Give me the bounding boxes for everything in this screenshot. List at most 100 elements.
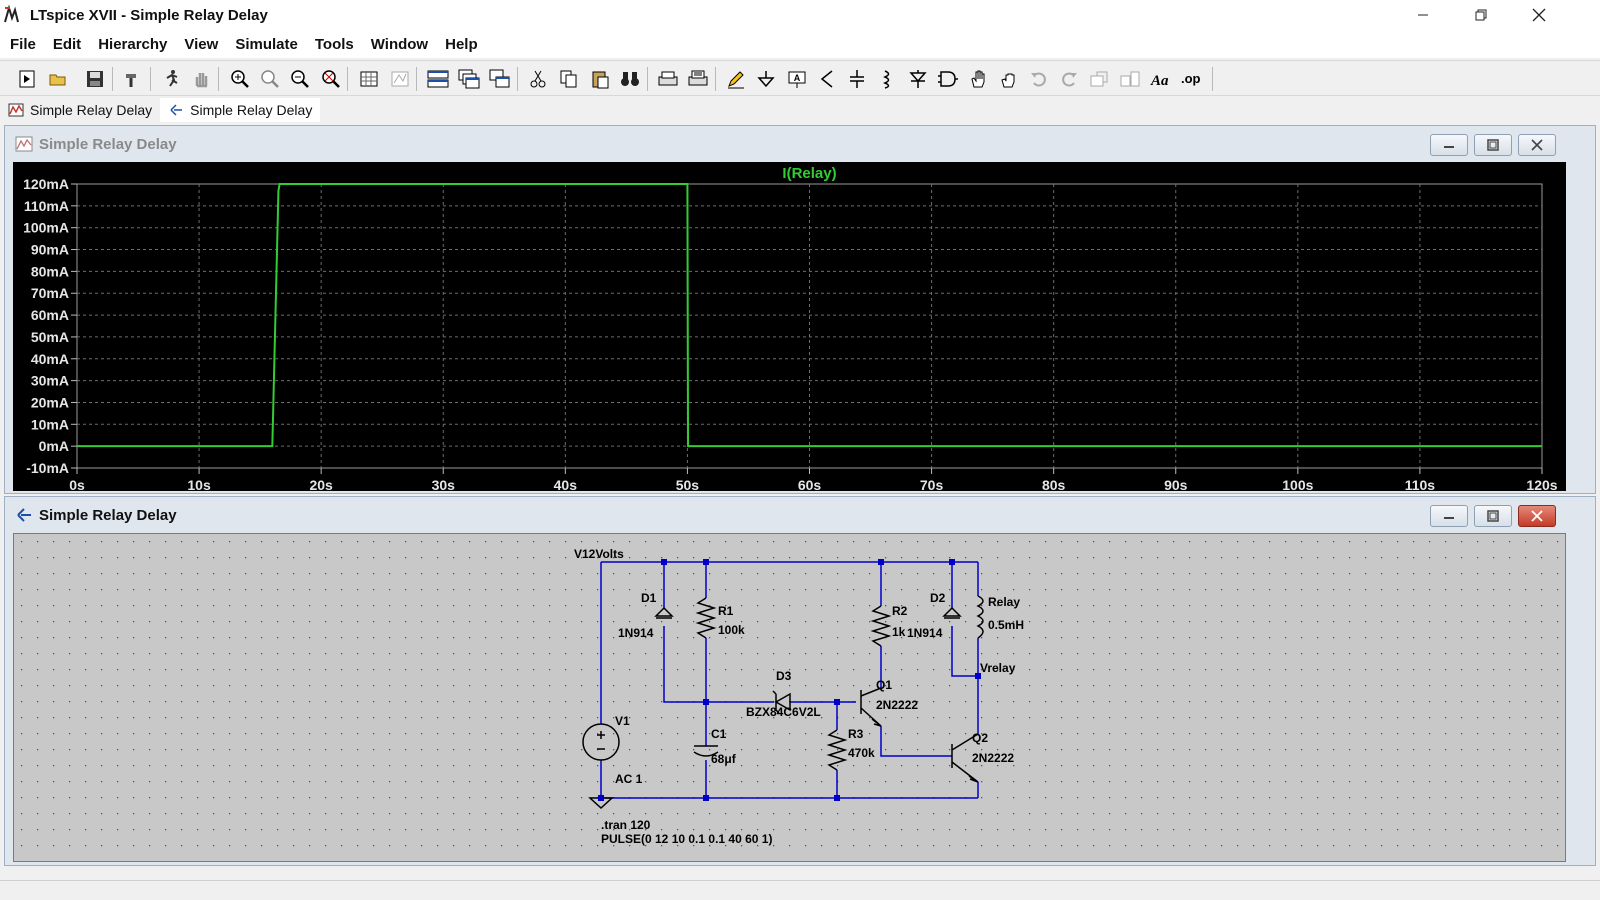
x-tick-label: 0s (69, 477, 85, 491)
close-icon (1531, 510, 1543, 522)
run-button[interactable] (158, 66, 184, 92)
schematic-window-titlebar[interactable]: Simple Relay Delay (5, 497, 1595, 533)
open-button[interactable] (45, 66, 71, 92)
d3-symbol (772, 690, 791, 714)
find-button[interactable] (617, 66, 643, 92)
y-tick-label: 80mA (31, 263, 69, 279)
pulse-directive[interactable]: PULSE(0 12 10 0.1 0.1 40 60 1) (601, 832, 772, 846)
new-schematic-button[interactable] (14, 66, 40, 92)
print-setup-button[interactable] (685, 66, 711, 92)
redo-button[interactable] (1056, 66, 1082, 92)
waveform-close-button[interactable] (1518, 134, 1556, 156)
draw-wire-button[interactable] (723, 66, 749, 92)
rotate-button[interactable] (1087, 66, 1113, 92)
scissors-icon (530, 70, 546, 88)
v1-symbol (582, 723, 620, 761)
r1-label: R1 (718, 604, 734, 618)
menu-tools[interactable]: Tools (314, 35, 354, 53)
y-tick-label: 30mA (31, 373, 69, 389)
zoom-in-button[interactable] (227, 66, 253, 92)
tab-waveform[interactable]: Simple Relay Delay (0, 98, 160, 122)
schematic-maximize-button[interactable] (1474, 505, 1512, 527)
printer-icon (658, 71, 678, 86)
component-button[interactable] (935, 66, 961, 92)
capacitor-button[interactable] (844, 66, 870, 92)
ground-button[interactable] (753, 66, 779, 92)
q1-symbol (860, 687, 882, 727)
schematic-close-button[interactable] (1518, 505, 1556, 527)
rotate-icon (1090, 71, 1108, 87)
label-net-button[interactable]: A (784, 66, 810, 92)
r1-value-label: 100k (718, 623, 745, 637)
r2-label: R2 (892, 604, 908, 618)
maximize-icon (1487, 139, 1499, 151)
drag-button[interactable] (996, 66, 1022, 92)
x-tick-label: 50s (676, 477, 700, 491)
minimize-button[interactable] (1394, 0, 1452, 30)
ground-icon (757, 71, 775, 88)
y-tick-label: 50mA (31, 329, 69, 345)
chart-title-trace-label: I(Relay) (782, 165, 836, 182)
schematic-canvas[interactable]: V12Volts D1 1N914 R1 100k D3 BZX84C6V2L … (13, 533, 1566, 862)
pan-button[interactable] (257, 66, 283, 92)
mirror-button[interactable] (1117, 66, 1143, 92)
paste-button[interactable] (587, 66, 613, 92)
menu-view[interactable]: View (184, 35, 219, 53)
diode-button[interactable] (905, 66, 931, 92)
menu-help[interactable]: Help (445, 35, 478, 53)
waveform-window-icon (15, 136, 33, 152)
waveform-maximize-button[interactable] (1474, 134, 1512, 156)
y-tick-label: 120mA (23, 176, 69, 192)
halt-button[interactable] (189, 66, 215, 92)
menu-edit[interactable]: Edit (52, 35, 82, 53)
open-folder-icon (49, 74, 66, 86)
zoom-fit-button[interactable] (318, 66, 344, 92)
copy-button[interactable] (556, 66, 582, 92)
d3-model-label: BZX84C6V2L (746, 705, 821, 719)
delete-trace-button[interactable] (387, 66, 413, 92)
minimize-icon (1418, 14, 1428, 16)
save-button[interactable] (82, 66, 108, 92)
tile-horizontal-button[interactable] (425, 66, 451, 92)
relay-value-label: 0.5mH (988, 618, 1024, 632)
svg-text:.op: .op (1181, 71, 1201, 86)
menu-window[interactable]: Window (370, 35, 429, 53)
tab-schematic[interactable]: Simple Relay Delay (160, 98, 321, 122)
cascade-button[interactable] (456, 66, 482, 92)
spice-directive-button[interactable]: .op (1178, 66, 1204, 92)
waveform-window-titlebar[interactable]: Simple Relay Delay (5, 126, 1595, 162)
restore-button[interactable] (1452, 0, 1510, 30)
zoom-out-button[interactable] (287, 66, 313, 92)
menu-hierarchy[interactable]: Hierarchy (98, 35, 168, 53)
v1-ac-label: AC 1 (615, 772, 643, 786)
x-tick-label: 40s (554, 477, 578, 491)
and-gate-icon (938, 71, 958, 87)
d3-label: D3 (776, 669, 792, 683)
autorange-button[interactable] (356, 66, 382, 92)
move-button[interactable] (966, 66, 992, 92)
undo-button[interactable] (1026, 66, 1052, 92)
inductor-button[interactable] (874, 66, 900, 92)
menu-simulate[interactable]: Simulate (235, 35, 298, 53)
x-tick-label: 90s (1164, 477, 1188, 491)
tile-horizontal-icon (427, 70, 449, 88)
y-tick-label: 0mA (39, 438, 69, 454)
tile-vertical-button[interactable] (487, 66, 513, 92)
menu-file[interactable]: File (10, 35, 36, 53)
d1-model-label: 1N914 (618, 626, 654, 640)
resistor-button[interactable] (814, 66, 840, 92)
v12-label: V12Volts (574, 547, 624, 561)
y-tick-label: 110mA (24, 198, 69, 214)
waveform-minimize-button[interactable] (1430, 134, 1468, 156)
cut-button[interactable] (525, 66, 551, 92)
print-button[interactable] (655, 66, 681, 92)
schematic-minimize-button[interactable] (1430, 505, 1468, 527)
tran-directive[interactable]: .tran 120 (601, 818, 651, 832)
schematic-window: Simple Relay Delay (4, 496, 1596, 866)
control-panel-button[interactable] (120, 66, 146, 92)
text-button[interactable]: Aa (1148, 66, 1174, 92)
window-title: LTspice XVII - Simple Relay Delay (30, 6, 268, 24)
close-button[interactable] (1510, 0, 1568, 30)
